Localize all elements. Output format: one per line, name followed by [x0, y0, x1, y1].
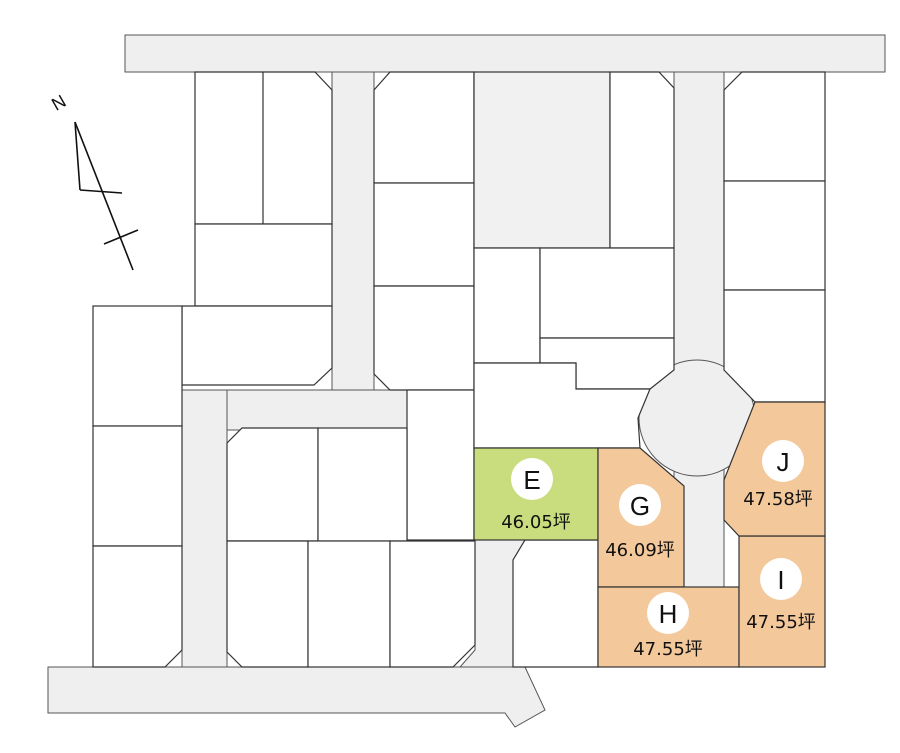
lot-g-label: G 46.09坪 [605, 484, 675, 561]
lot-i-badge [760, 558, 802, 600]
road-vertical-south-west [181, 389, 228, 668]
lot-g-area: 46.09坪 [605, 540, 675, 561]
lot-h-area: 47.55坪 [633, 639, 703, 660]
lot-j-badge [762, 440, 804, 482]
lot-e-letter: E [523, 465, 540, 495]
lot-g-badge [619, 484, 661, 526]
lot-h-label: H 47.55坪 [633, 592, 703, 660]
lot [512, 539, 599, 668]
lot-j-label: J 47.58坪 [743, 440, 813, 510]
lot [194, 223, 333, 307]
lot [373, 182, 475, 287]
lot-gray [473, 71, 611, 249]
north-arrow-icon: N [48, 91, 139, 271]
lot [373, 71, 475, 184]
lot [92, 545, 183, 668]
lot [226, 540, 309, 668]
lot [406, 389, 475, 541]
road-bottom [47, 666, 546, 728]
compass-letter: N [48, 91, 69, 115]
lot [723, 180, 826, 291]
lots-block-center [226, 71, 476, 668]
lots-block-east [723, 71, 826, 403]
lot-i-area: 47.55坪 [746, 612, 816, 633]
lot [539, 247, 675, 339]
lots-block-northeast-inner [473, 71, 675, 668]
lot-h-letter: H [659, 599, 678, 629]
lot [473, 247, 541, 364]
lot-e-badge [511, 458, 553, 500]
lot [92, 305, 183, 427]
lot [723, 71, 826, 182]
lot [723, 289, 826, 403]
lot [226, 427, 319, 542]
lot-j-letter: J [777, 447, 790, 477]
road-top [124, 34, 886, 73]
lot-g-letter: G [630, 491, 650, 521]
lot-h-badge [647, 592, 689, 634]
lot-i-letter: I [777, 565, 784, 595]
lot [307, 540, 391, 668]
lot [373, 285, 475, 391]
lots-block-northwest [92, 71, 333, 668]
lot [609, 71, 675, 249]
lot-e-label: E 46.05坪 [501, 458, 571, 533]
lot [389, 540, 476, 668]
lot [92, 425, 183, 547]
lot-i-label: I 47.55坪 [746, 558, 816, 633]
lot-j-area: 47.58坪 [743, 489, 813, 510]
lot [317, 427, 408, 542]
lot-i[interactable] [738, 535, 826, 668]
lot-e-area: 46.05坪 [501, 512, 571, 533]
lot [181, 305, 333, 386]
road-vertical-west [331, 71, 375, 403]
